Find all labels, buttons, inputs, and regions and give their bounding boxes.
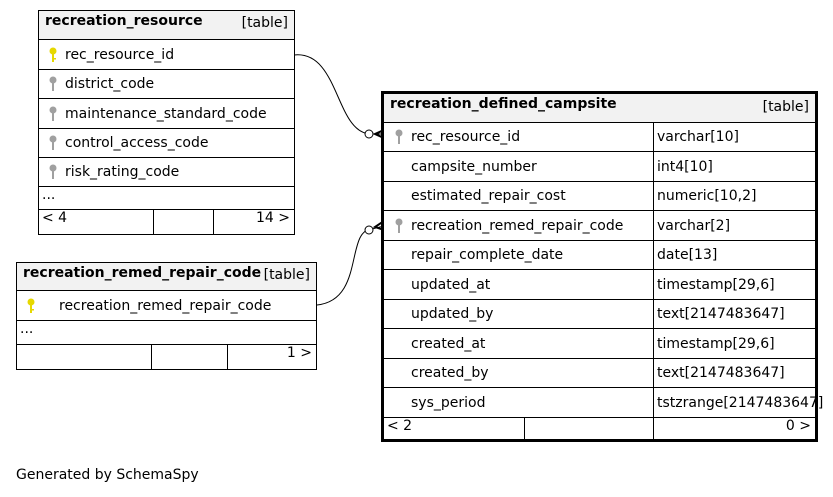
column-name: maintenance_standard_code [65, 105, 267, 122]
foreign-key-icon [395, 218, 403, 233]
footer-divider [524, 418, 653, 439]
column-name: rec_resource_id [411, 129, 521, 145]
primary-key-icon [27, 298, 35, 313]
footer-divider [153, 210, 213, 234]
child-count[interactable]: 14 > [256, 210, 290, 226]
foreign-key-icon [49, 135, 57, 150]
fk-line-rec-resource-id [293, 54, 384, 135]
table-header: recreation_defined_campsite [table] [384, 94, 815, 123]
table-type-label: [table] [241, 15, 288, 31]
foreign-key-icon [49, 106, 57, 121]
column-type: varchar[10] [653, 123, 739, 151]
column-name: recreation_remed_repair_code [59, 297, 272, 314]
generated-by-credit: Generated by SchemaSpy [16, 467, 199, 483]
foreign-key-icon [49, 76, 57, 91]
column-type: date[13] [653, 241, 717, 269]
column-name: created_by [411, 365, 489, 381]
column-row[interactable]: control_access_code [39, 129, 294, 158]
parent-count[interactable]: < 4 [42, 210, 68, 226]
column-name: control_access_code [65, 135, 209, 151]
column-name: created_at [411, 335, 486, 352]
column-type: tstzrange[2147483647] [653, 388, 823, 417]
table-recreation-defined-campsite[interactable]: recreation_defined_campsite [table] rec_… [381, 91, 823, 442]
column-row[interactable]: recreation_remed_repair_code varchar[2] [384, 211, 815, 241]
table-name: recreation_remed_repair_code [23, 265, 262, 281]
table-name: recreation_defined_campsite [390, 96, 617, 112]
footer-divider [213, 210, 294, 234]
table-recreation-resource[interactable]: recreation_resource [table] rec_resource… [38, 10, 295, 235]
column-name: updated_by [411, 306, 494, 322]
table-footer: 1 > [17, 345, 316, 369]
fk-line-remed-repair-code [316, 225, 385, 306]
column-name: campsite_number [411, 158, 537, 175]
column-type: varchar[2] [653, 211, 730, 240]
footer-divider [653, 418, 815, 439]
column-row[interactable]: recreation_remed_repair_code [17, 291, 316, 321]
fk-zero-marker [364, 225, 374, 235]
child-count[interactable]: 0 > [785, 418, 811, 434]
column-row[interactable]: created_by text[2147483647] [384, 359, 815, 388]
column-row[interactable]: maintenance_standard_code [39, 99, 294, 129]
column-row[interactable]: estimated_repair_cost numeric[10,2] [384, 182, 815, 211]
column-type: int4[10] [653, 152, 713, 181]
parent-count[interactable]: < 2 [387, 418, 413, 434]
table-name: recreation_resource [45, 13, 203, 29]
foreign-key-icon [395, 129, 403, 144]
column-row[interactable]: campsite_number int4[10] [384, 152, 815, 182]
column-name: repair_complete_date [411, 247, 564, 263]
table-header: recreation_remed_repair_code [table] [17, 263, 316, 291]
more-columns-ellipsis: ... [17, 321, 316, 345]
column-type: text[2147483647] [653, 300, 785, 328]
column-type: text[2147483647] [653, 359, 785, 387]
column-name: risk_rating_code [65, 164, 180, 180]
child-count[interactable]: 1 > [286, 345, 312, 361]
column-row[interactable]: rec_resource_id [39, 40, 294, 70]
column-type: timestamp[29,6] [653, 329, 775, 358]
column-row[interactable]: sys_period tstzrange[2147483647] [384, 388, 823, 418]
table-type-label: [table] [762, 99, 809, 115]
footer-divider [151, 345, 227, 369]
column-name: rec_resource_id [65, 46, 175, 63]
table-footer: < 2 0 > [384, 418, 815, 439]
foreign-key-icon [49, 164, 57, 179]
footer-divider [227, 345, 316, 369]
primary-key-icon [49, 47, 57, 62]
column-row[interactable]: repair_complete_date date[13] [384, 241, 815, 270]
column-type: timestamp[29,6] [653, 270, 775, 299]
column-row[interactable]: updated_by text[2147483647] [384, 300, 815, 329]
column-row[interactable]: risk_rating_code [39, 158, 294, 187]
table-type-label: [table] [263, 267, 310, 283]
table-recreation-remed-repair-code[interactable]: recreation_remed_repair_code [table] rec… [16, 262, 317, 370]
table-footer: < 4 14 > [39, 210, 294, 234]
column-name: estimated_repair_cost [411, 188, 566, 204]
column-row[interactable]: created_at timestamp[29,6] [384, 329, 815, 359]
column-name: recreation_remed_repair_code [411, 217, 624, 234]
column-name: district_code [65, 76, 155, 92]
table-header: recreation_resource [table] [39, 11, 294, 40]
column-row[interactable]: rec_resource_id varchar[10] [384, 123, 815, 152]
column-name: updated_at [411, 276, 491, 293]
more-columns-ellipsis: ... [39, 187, 294, 210]
column-row[interactable]: updated_at timestamp[29,6] [384, 270, 815, 300]
column-type: numeric[10,2] [653, 182, 756, 210]
column-row[interactable]: district_code [39, 70, 294, 99]
column-name: sys_period [411, 394, 486, 411]
fk-zero-marker [364, 129, 374, 139]
